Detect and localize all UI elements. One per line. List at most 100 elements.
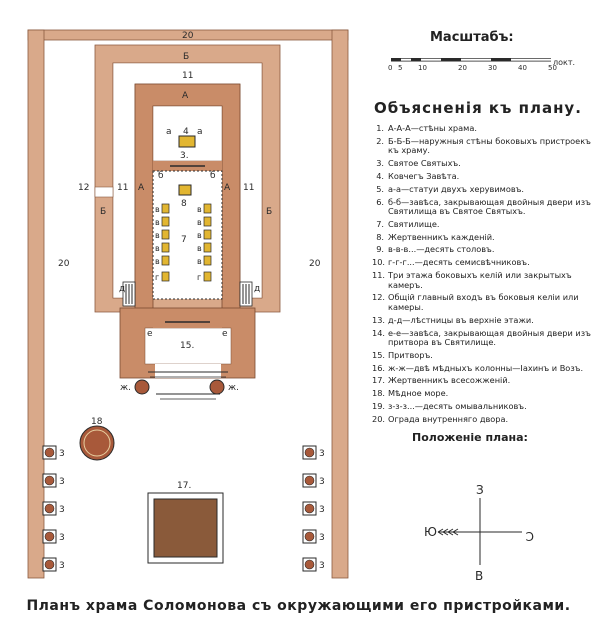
legend-item-text: Жертвенникъ кажденій. — [388, 231, 495, 242]
label-porch: 15. — [180, 341, 194, 351]
laver-basin — [44, 447, 55, 458]
legend-item-number: 19. — [372, 401, 386, 412]
label-veil-inner-right: б — [210, 171, 216, 181]
legend-item-text: е-е—завѣса, закрывающая двойныя двери из… — [388, 327, 591, 348]
scale-bar — [391, 58, 551, 62]
label-stairs-left: д — [119, 284, 125, 294]
label-outer-wall-left: Б — [100, 207, 106, 217]
pillar-jachin — [134, 379, 150, 395]
laver-label: 3 — [319, 533, 325, 543]
orientation-title: Положеніе плана: — [412, 431, 528, 444]
scale-tick-label: 50 — [548, 64, 557, 72]
legend-item: 5.а-а—статуи двухъ херувимовъ. — [372, 184, 594, 195]
legend-item-text: Святое Святыхъ. — [388, 158, 461, 169]
legend-item-number: 4. — [376, 170, 384, 181]
scale-tick-label: 10 — [418, 64, 427, 72]
altar-of-incense — [178, 184, 192, 196]
label-pillar-left: ж. — [120, 383, 131, 393]
scale-tick-label: 5 — [398, 64, 402, 72]
label-courtyard-right: 20 — [309, 259, 321, 269]
label-altar-burnt: 17. — [177, 481, 191, 491]
legend-item-number: 20. — [372, 413, 386, 424]
table-icon — [203, 255, 212, 266]
legend-item: 19.з-з-з...—десять омывальниковъ. — [372, 401, 594, 412]
table-icon — [203, 203, 212, 214]
laver-basin — [304, 447, 315, 458]
label-ark: 4 — [183, 127, 189, 137]
label-courtyard-left: 20 — [58, 259, 70, 269]
laver-label: 3 — [319, 449, 325, 459]
legend-item-number: 7. — [376, 218, 384, 229]
legend-item: 12.Общій главный входъ въ боковыя келіи … — [372, 293, 594, 312]
table-icon — [203, 242, 212, 253]
label-veil-outer-right: е — [222, 329, 228, 339]
legend-item-text: А-А-А—стѣны храма. — [388, 123, 477, 133]
label-cherub-right: а — [197, 127, 203, 137]
holy-of-holies — [152, 105, 223, 162]
legend-item-number: 3. — [376, 158, 384, 169]
legend-item: 7. Святилище. — [372, 218, 594, 230]
legend-item-text: Ограда внутренняго двора. — [388, 413, 509, 424]
lampstand-icon — [203, 271, 212, 282]
lampstand-label: г — [197, 273, 201, 282]
label-outer-wall-top: Б — [183, 52, 189, 62]
label-side-chambers-left: 11 — [117, 183, 128, 193]
laver-label: 3 — [59, 561, 65, 571]
laver-label: 3 — [319, 477, 325, 487]
legend-item-number: 9. — [376, 244, 384, 255]
main-side-entrance — [94, 186, 114, 198]
compass — [437, 498, 522, 565]
legend-item-text: б-б—завѣса, закрывающая двойныя двери из… — [388, 196, 591, 217]
legend-item: 16.ж-ж—двѣ мѣдныхъ колонны—Іахинъ и Возъ… — [372, 362, 594, 374]
legend-item-number: 16. — [372, 362, 386, 373]
legend-item-text: Жертвенникъ всесожженій. — [388, 375, 511, 386]
legend-item: 1. А-А-А—стѣны храма. — [372, 123, 594, 134]
legend-item-number: 18. — [372, 388, 386, 399]
legend-item-number: 15. — [372, 349, 386, 360]
ark-icon — [178, 135, 196, 148]
label-stairs-right: д — [254, 284, 260, 294]
legend-item: 17.Жертвенникъ всесожженій. — [372, 376, 594, 386]
lampstand-label: г — [155, 273, 159, 282]
laver-basin — [304, 559, 315, 570]
table-label: в — [155, 218, 160, 227]
plan-caption: Планъ храма Соломонова съ окружающими ег… — [26, 598, 571, 614]
legend-item-number: 8. — [376, 231, 384, 242]
stairs-right — [239, 281, 253, 307]
laver-label: 3 — [319, 505, 325, 515]
laver-basin — [44, 559, 55, 570]
label-veil-inner-left: б — [158, 171, 164, 181]
legend-item-text: Ковчегъ Завѣта. — [388, 170, 460, 181]
lampstand-icon — [161, 271, 170, 282]
legend-item-number: 17. — [372, 375, 386, 386]
label-outer-wall-right: Б — [266, 207, 272, 217]
table-label: в — [197, 231, 202, 240]
legend-item-text: Святилище. — [388, 218, 440, 229]
legend-item-text: Общій главный входъ въ боковыя келіи или… — [388, 292, 579, 312]
legend-item-number: 11. — [372, 270, 386, 280]
legend-list: 1.А-А-А—стѣны храма.2.Б-Б-Б—наружныя стѣ… — [372, 123, 594, 428]
table-label: в — [197, 257, 202, 266]
legend-item-text: в-в-в...—десять столовъ. — [388, 244, 495, 255]
legend-title: Объясненія къ плану. — [374, 99, 582, 117]
compass-north: З — [476, 483, 484, 497]
legend-item: 13.д-д—лѣстницы въ верхніе этажи. — [372, 315, 594, 326]
label-cherub-left: а — [166, 127, 172, 137]
legend-item-number: 10. — [372, 257, 386, 268]
legend-item-number: 14. — [372, 327, 386, 338]
legend-item: 15.Притворъ. — [372, 349, 594, 361]
legend-item: 18.Мѣдное море. — [372, 389, 594, 399]
scale-title: Масштабъ: — [430, 30, 514, 45]
label-main-entrance: 12 — [78, 183, 89, 193]
table-icon — [161, 216, 170, 227]
legend-item: 6.б-б—завѣса, закрывающая двойныя двери … — [372, 196, 594, 217]
label-side-chambers-top: 11 — [182, 71, 193, 81]
laver-label: 3 — [59, 449, 65, 459]
legend-item: 14.е-е—завѣса, закрывающая двойныя двери… — [372, 327, 594, 348]
legend-item-number: 1. — [376, 123, 384, 133]
legend-item: 3. Святое Святыхъ. — [372, 159, 594, 169]
legend-item-text: Три этажа боковыхъ келій или закрытыхъ к… — [388, 270, 572, 290]
